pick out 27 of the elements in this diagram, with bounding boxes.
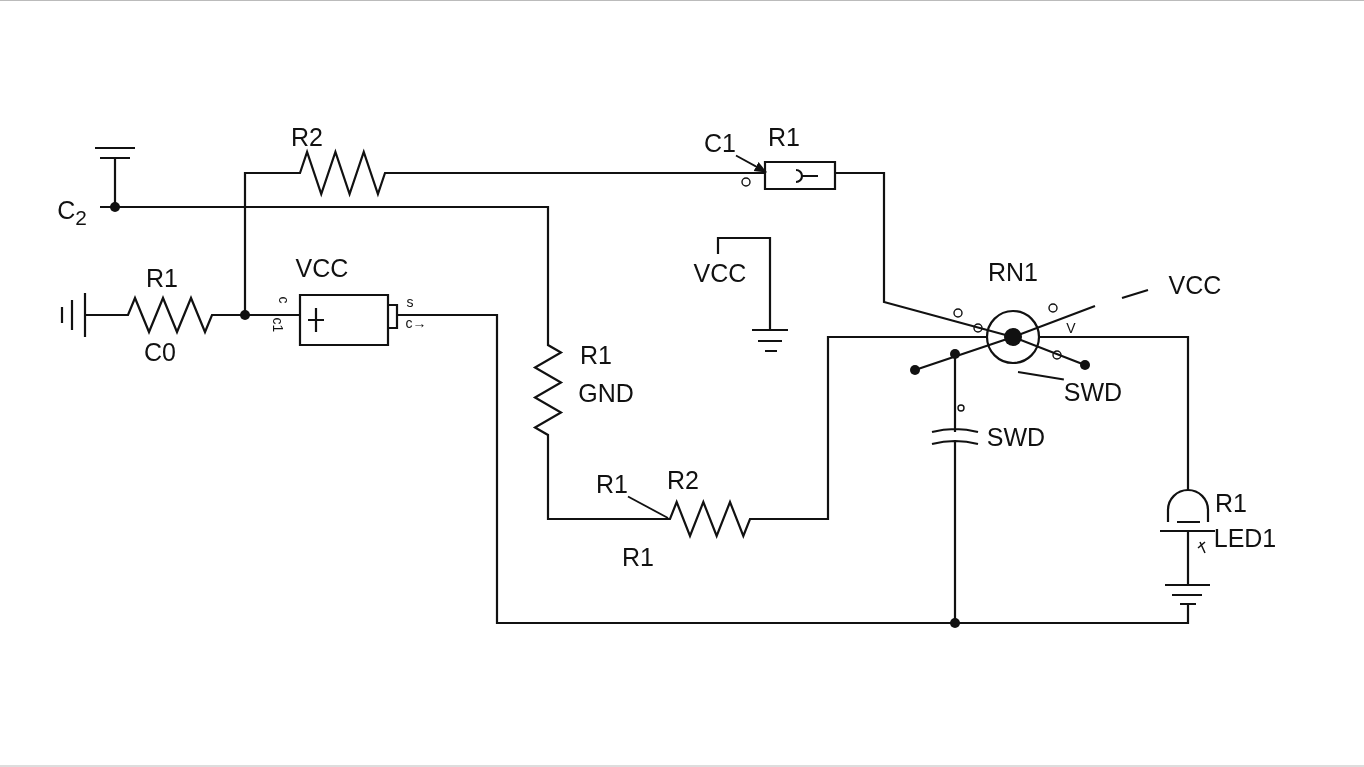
leader-label: R1: [596, 471, 628, 497]
leader-label: SWD: [1063, 379, 1123, 405]
component-label: R2: [291, 124, 323, 150]
component-label: c→: [405, 316, 427, 330]
component-label: c: [277, 296, 291, 304]
leader-label: C1: [704, 130, 736, 156]
component-label: LED1: [1213, 525, 1277, 551]
component-label: R2: [667, 467, 699, 493]
component-label: R1: [580, 342, 612, 368]
component-label: C$_{2}$: [57, 197, 87, 229]
leader-line: [1017, 371, 1065, 381]
component-label: R1: [1215, 490, 1247, 516]
component-label: R1: [146, 265, 178, 291]
component-label: C0: [144, 339, 176, 365]
component-label: s: [406, 295, 414, 309]
leader-line: [735, 154, 768, 173]
component-label: V: [1066, 321, 1076, 335]
component-label: VCC: [295, 255, 349, 281]
component-label: R1: [768, 124, 800, 150]
component-label: GND: [578, 380, 634, 406]
component-label: R1: [622, 544, 654, 570]
component-label: c1: [271, 317, 285, 333]
component-label: VCC: [1168, 272, 1222, 298]
component-label: VCC: [693, 260, 747, 286]
component-label: RN1: [988, 259, 1038, 285]
component-label: SWD: [986, 424, 1046, 450]
leader-line: [627, 495, 669, 519]
